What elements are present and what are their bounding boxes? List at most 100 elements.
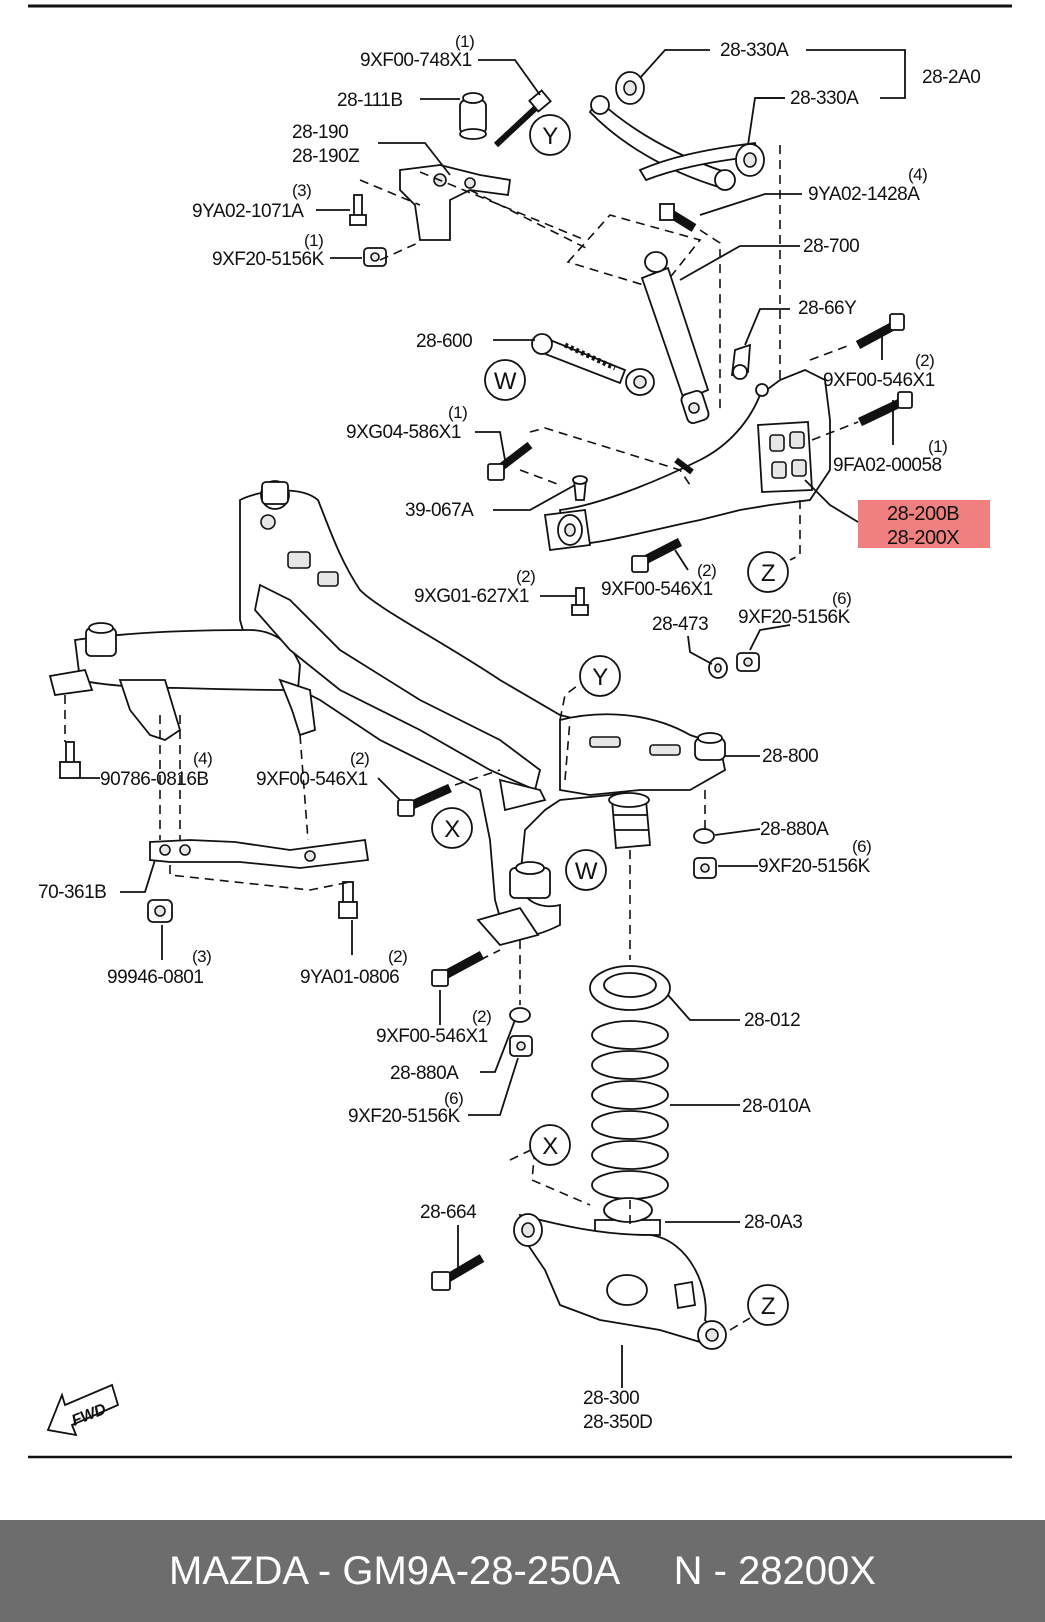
label-9XF00-546X1-a: 9XF00-546X1 bbox=[823, 370, 935, 391]
callout-w-top: W bbox=[484, 359, 526, 401]
spring-seat-28-012 bbox=[589, 965, 671, 1011]
callout-x-low: X bbox=[529, 1124, 571, 1166]
bolt-9FA02-00058 bbox=[858, 391, 913, 427]
bolt-90786-0816B bbox=[59, 741, 81, 779]
svg-text:Y: Y bbox=[542, 123, 558, 150]
washer-28-473 bbox=[708, 657, 728, 679]
bracket-28-190 bbox=[399, 164, 512, 241]
nut-99946-0801 bbox=[147, 899, 173, 923]
bolt-9YA01-0806 bbox=[338, 881, 358, 919]
shock-absorber-28-700 bbox=[640, 251, 710, 425]
svg-text:W: W bbox=[494, 368, 517, 395]
label-28-010A: 28-010A bbox=[742, 1096, 811, 1117]
label-9YA01-0806: 9YA01-0806 bbox=[300, 967, 399, 988]
bracket-28-66Y bbox=[730, 343, 751, 380]
label-28-200B: 28-200B bbox=[887, 503, 959, 525]
label-9XF20-5156K-b: 9XF20-5156K bbox=[758, 856, 871, 877]
label-9XF00-748X1: 9XF00-748X1 bbox=[360, 50, 472, 71]
subframe bbox=[48, 480, 727, 947]
label-9YA02-1071A: 9YA02-1071A bbox=[192, 201, 304, 222]
label-9FA02-00058: 9FA02-00058 bbox=[833, 455, 942, 476]
lower-arm-28-300 bbox=[513, 1213, 727, 1350]
label-28-66Y: 28-66Y bbox=[798, 298, 857, 319]
label-9XF00-546X1-d: 9XF00-546X1 bbox=[376, 1026, 488, 1047]
qty-90786-0816B: (4) bbox=[193, 749, 212, 768]
bolt-9YA02-1428A bbox=[659, 203, 697, 232]
label-28-600: 28-600 bbox=[416, 331, 472, 352]
fwd-arrow: FWD bbox=[46, 1383, 120, 1437]
label-28-330A-a: 28-330A bbox=[720, 40, 789, 61]
label-28-700: 28-700 bbox=[803, 236, 859, 257]
svg-text:X: X bbox=[444, 816, 460, 843]
bushing-28-111B bbox=[459, 92, 487, 140]
callout-z-low: Z bbox=[747, 1284, 789, 1326]
qty-9XF00-546X1-a: (2) bbox=[915, 351, 934, 370]
washer-28-880A-right bbox=[693, 828, 715, 844]
svg-text:Y: Y bbox=[592, 664, 608, 691]
label-99946-0801: 99946-0801 bbox=[107, 967, 203, 988]
bolt-9XG04-586X1 bbox=[487, 441, 533, 481]
label-9XF00-546X1-c: 9XF00-546X1 bbox=[256, 769, 368, 790]
label-28-190Z: 28-190Z bbox=[292, 146, 360, 167]
qty-9YA02-1071A: (3) bbox=[292, 181, 311, 200]
label-9XG01-627X1: 9XG01-627X1 bbox=[414, 586, 529, 607]
svg-text:W: W bbox=[575, 858, 598, 885]
qty-9XF00-546X1-c: (2) bbox=[350, 749, 369, 768]
nut-9XF20-5156K-a bbox=[736, 652, 760, 672]
bolt-28-664 bbox=[431, 1254, 485, 1291]
nut-9XF20-5156K-c bbox=[509, 1035, 533, 1057]
label-9YA02-1428A: 9YA02-1428A bbox=[808, 184, 920, 205]
label-28-880A-right: 28-880A bbox=[760, 819, 829, 840]
parts-diagram: FWD Y W Z Y X W X Z bbox=[28, 4, 1012, 1459]
label-28-473: 28-473 bbox=[652, 614, 708, 635]
label-28-2A0: 28-2A0 bbox=[922, 67, 980, 88]
label-9XF00-546X1-b: 9XF00-546X1 bbox=[601, 579, 713, 600]
label-28-664: 28-664 bbox=[420, 1202, 477, 1223]
qty-9XF20-5156K-top: (1) bbox=[304, 231, 323, 250]
leader-lines bbox=[78, 49, 906, 1388]
label-28-350D: 28-350D bbox=[583, 1412, 652, 1433]
callout-z-mid: Z bbox=[747, 551, 789, 593]
callout-y-mid: Y bbox=[579, 655, 621, 697]
label-28-111B: 28-111B bbox=[337, 90, 403, 111]
bolt-9YA02-1071A bbox=[349, 194, 367, 226]
label-90786-0816B: 90786-0816B bbox=[100, 769, 209, 790]
label-28-330A-b: 28-330A bbox=[790, 88, 859, 109]
bump-stop bbox=[608, 792, 651, 849]
bolt-9XF00-546X1-c bbox=[397, 783, 452, 817]
svg-text:Z: Z bbox=[761, 560, 775, 587]
label-28-190: 28-190 bbox=[292, 122, 348, 143]
footer-caption: MAZDA - GM9A-28-250A N - 28200X bbox=[0, 1520, 1045, 1622]
qty-9XG01-627X1: (2) bbox=[516, 567, 535, 586]
coil-spring-28-010A bbox=[591, 1020, 669, 1200]
qty-9XF20-5156K-b: (6) bbox=[852, 837, 871, 856]
label-28-0A3: 28-0A3 bbox=[744, 1212, 802, 1233]
callout-y-top: Y bbox=[529, 114, 571, 156]
bolt-9XF00-546X1-a bbox=[855, 313, 905, 349]
qty-9XF00-546X1-d: (2) bbox=[472, 1007, 491, 1026]
label-9XF20-5156K-c: 9XF20-5156K bbox=[348, 1106, 461, 1127]
qty-9XG04-586X1: (1) bbox=[448, 403, 467, 422]
highlight-box bbox=[858, 500, 990, 548]
label-28-012: 28-012 bbox=[744, 1010, 800, 1031]
bolt-9XF00-546X1-b bbox=[631, 537, 683, 573]
qty-9FA02-00058: (1) bbox=[928, 437, 947, 456]
bolt-39-067A bbox=[572, 475, 588, 501]
label-9XF20-5156K-top: 9XF20-5156K bbox=[212, 249, 325, 270]
qty-99946-0801: (3) bbox=[192, 947, 211, 966]
bolt-9XG01-627X1 bbox=[571, 587, 589, 616]
label-28-200X: 28-200X bbox=[887, 527, 959, 549]
callout-x-mid: X bbox=[431, 807, 473, 849]
label-28-800: 28-800 bbox=[762, 746, 818, 767]
svg-text:X: X bbox=[542, 1133, 558, 1160]
bolt-9XF00-546X1-d bbox=[431, 951, 485, 987]
label-28-880A-lower: 28-880A bbox=[390, 1063, 459, 1084]
spring-seat-28-0A3 bbox=[594, 1197, 661, 1236]
qty-9XF20-5156K-c: (6) bbox=[444, 1089, 463, 1108]
label-9XF20-5156K-a: 9XF20-5156K bbox=[738, 607, 851, 628]
label-28-300: 28-300 bbox=[583, 1388, 639, 1409]
brace-70-361B bbox=[149, 838, 370, 869]
link-28-600 bbox=[531, 333, 655, 396]
nut-9XF20-5156K-top bbox=[363, 247, 387, 267]
bolt-9XF00-748X1 bbox=[493, 89, 552, 148]
